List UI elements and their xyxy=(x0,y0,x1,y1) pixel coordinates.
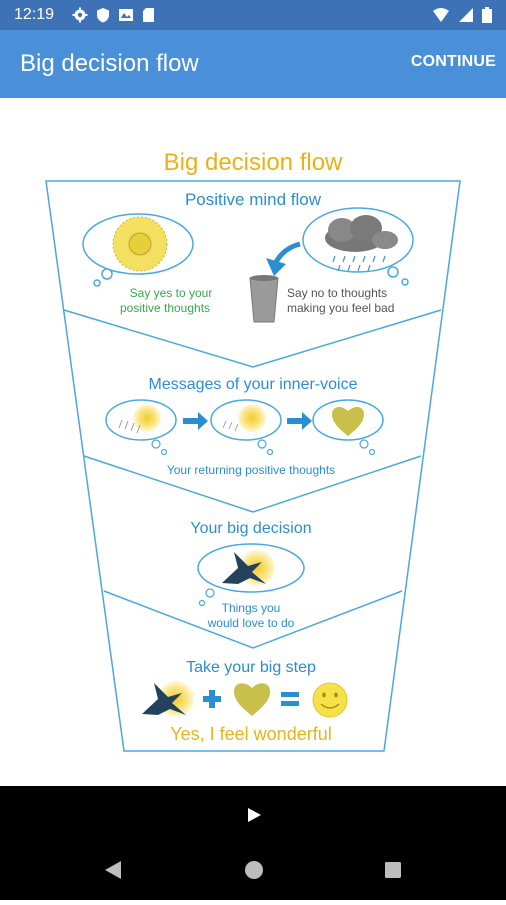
trash-bin-icon xyxy=(249,275,279,323)
content-area: Big decision flow Positive mind flow Say… xyxy=(0,98,506,786)
bird-icon xyxy=(222,552,266,584)
divider-2 xyxy=(83,455,422,513)
play-icon[interactable] xyxy=(248,808,261,822)
continue-button[interactable]: CONTINUE xyxy=(410,53,496,70)
funnel-outline xyxy=(45,180,461,752)
thought-cloud-3 xyxy=(312,399,384,456)
arrow-head xyxy=(266,258,286,276)
status-time: 12:19 xyxy=(14,6,55,23)
heart-icon-2 xyxy=(234,683,270,716)
yes-text-line2: positive thoughts xyxy=(120,301,210,315)
status-bar: 12:19 xyxy=(0,0,506,30)
yes-text-line1: Say yes to your xyxy=(130,286,213,300)
sun-flower-icon xyxy=(112,216,168,272)
rain-cloud-icon xyxy=(325,215,398,272)
recents-icon[interactable] xyxy=(385,862,401,878)
section3-title: Your big decision xyxy=(190,520,311,537)
section3-caption-line1: Things you xyxy=(222,601,281,615)
mail-icon xyxy=(119,9,133,21)
no-text-line2: making you feel bad xyxy=(287,301,394,315)
back-icon[interactable] xyxy=(105,861,121,879)
sdcard-icon xyxy=(143,8,154,22)
signal-icon xyxy=(459,8,473,22)
heart-icon xyxy=(332,407,364,436)
curved-arrow-icon xyxy=(273,241,301,264)
section1-title: Positive mind flow xyxy=(185,190,322,209)
bird-sun-icon xyxy=(142,681,194,717)
section3-caption-line2: would love to do xyxy=(207,616,295,630)
arrow-right-icon-2 xyxy=(287,412,312,430)
equals-icon xyxy=(281,692,299,706)
navigation-bar xyxy=(0,786,506,900)
section4-slogan: Yes, I feel wonderful xyxy=(170,724,331,744)
decision-thought-cloud xyxy=(197,543,305,607)
app-bar: Big decision flow CONTINUE xyxy=(0,30,506,98)
battery-icon xyxy=(482,7,492,23)
gear-icon xyxy=(72,7,88,23)
section4-title: Take your big step xyxy=(186,659,316,676)
smiley-icon xyxy=(312,682,348,718)
decision-flow-diagram: Big decision flow Positive mind flow Say… xyxy=(45,149,461,752)
shield-icon xyxy=(97,8,109,23)
section2-title: Messages of your inner-voice xyxy=(149,376,358,393)
divider-1 xyxy=(63,309,442,368)
arrow-right-icon xyxy=(183,412,208,430)
app-title: Big decision flow xyxy=(20,50,199,77)
wifi-icon xyxy=(433,8,449,22)
no-text-line1: Say no to thoughts xyxy=(287,286,387,300)
divider-3 xyxy=(103,590,403,649)
thought-cloud-2 xyxy=(210,399,282,456)
section2-caption: Your returning positive thoughts xyxy=(167,463,335,477)
plus-icon xyxy=(203,690,221,708)
flow-heading: Big decision flow xyxy=(164,149,343,176)
home-icon[interactable] xyxy=(245,861,263,879)
thought-cloud-1 xyxy=(105,399,177,456)
